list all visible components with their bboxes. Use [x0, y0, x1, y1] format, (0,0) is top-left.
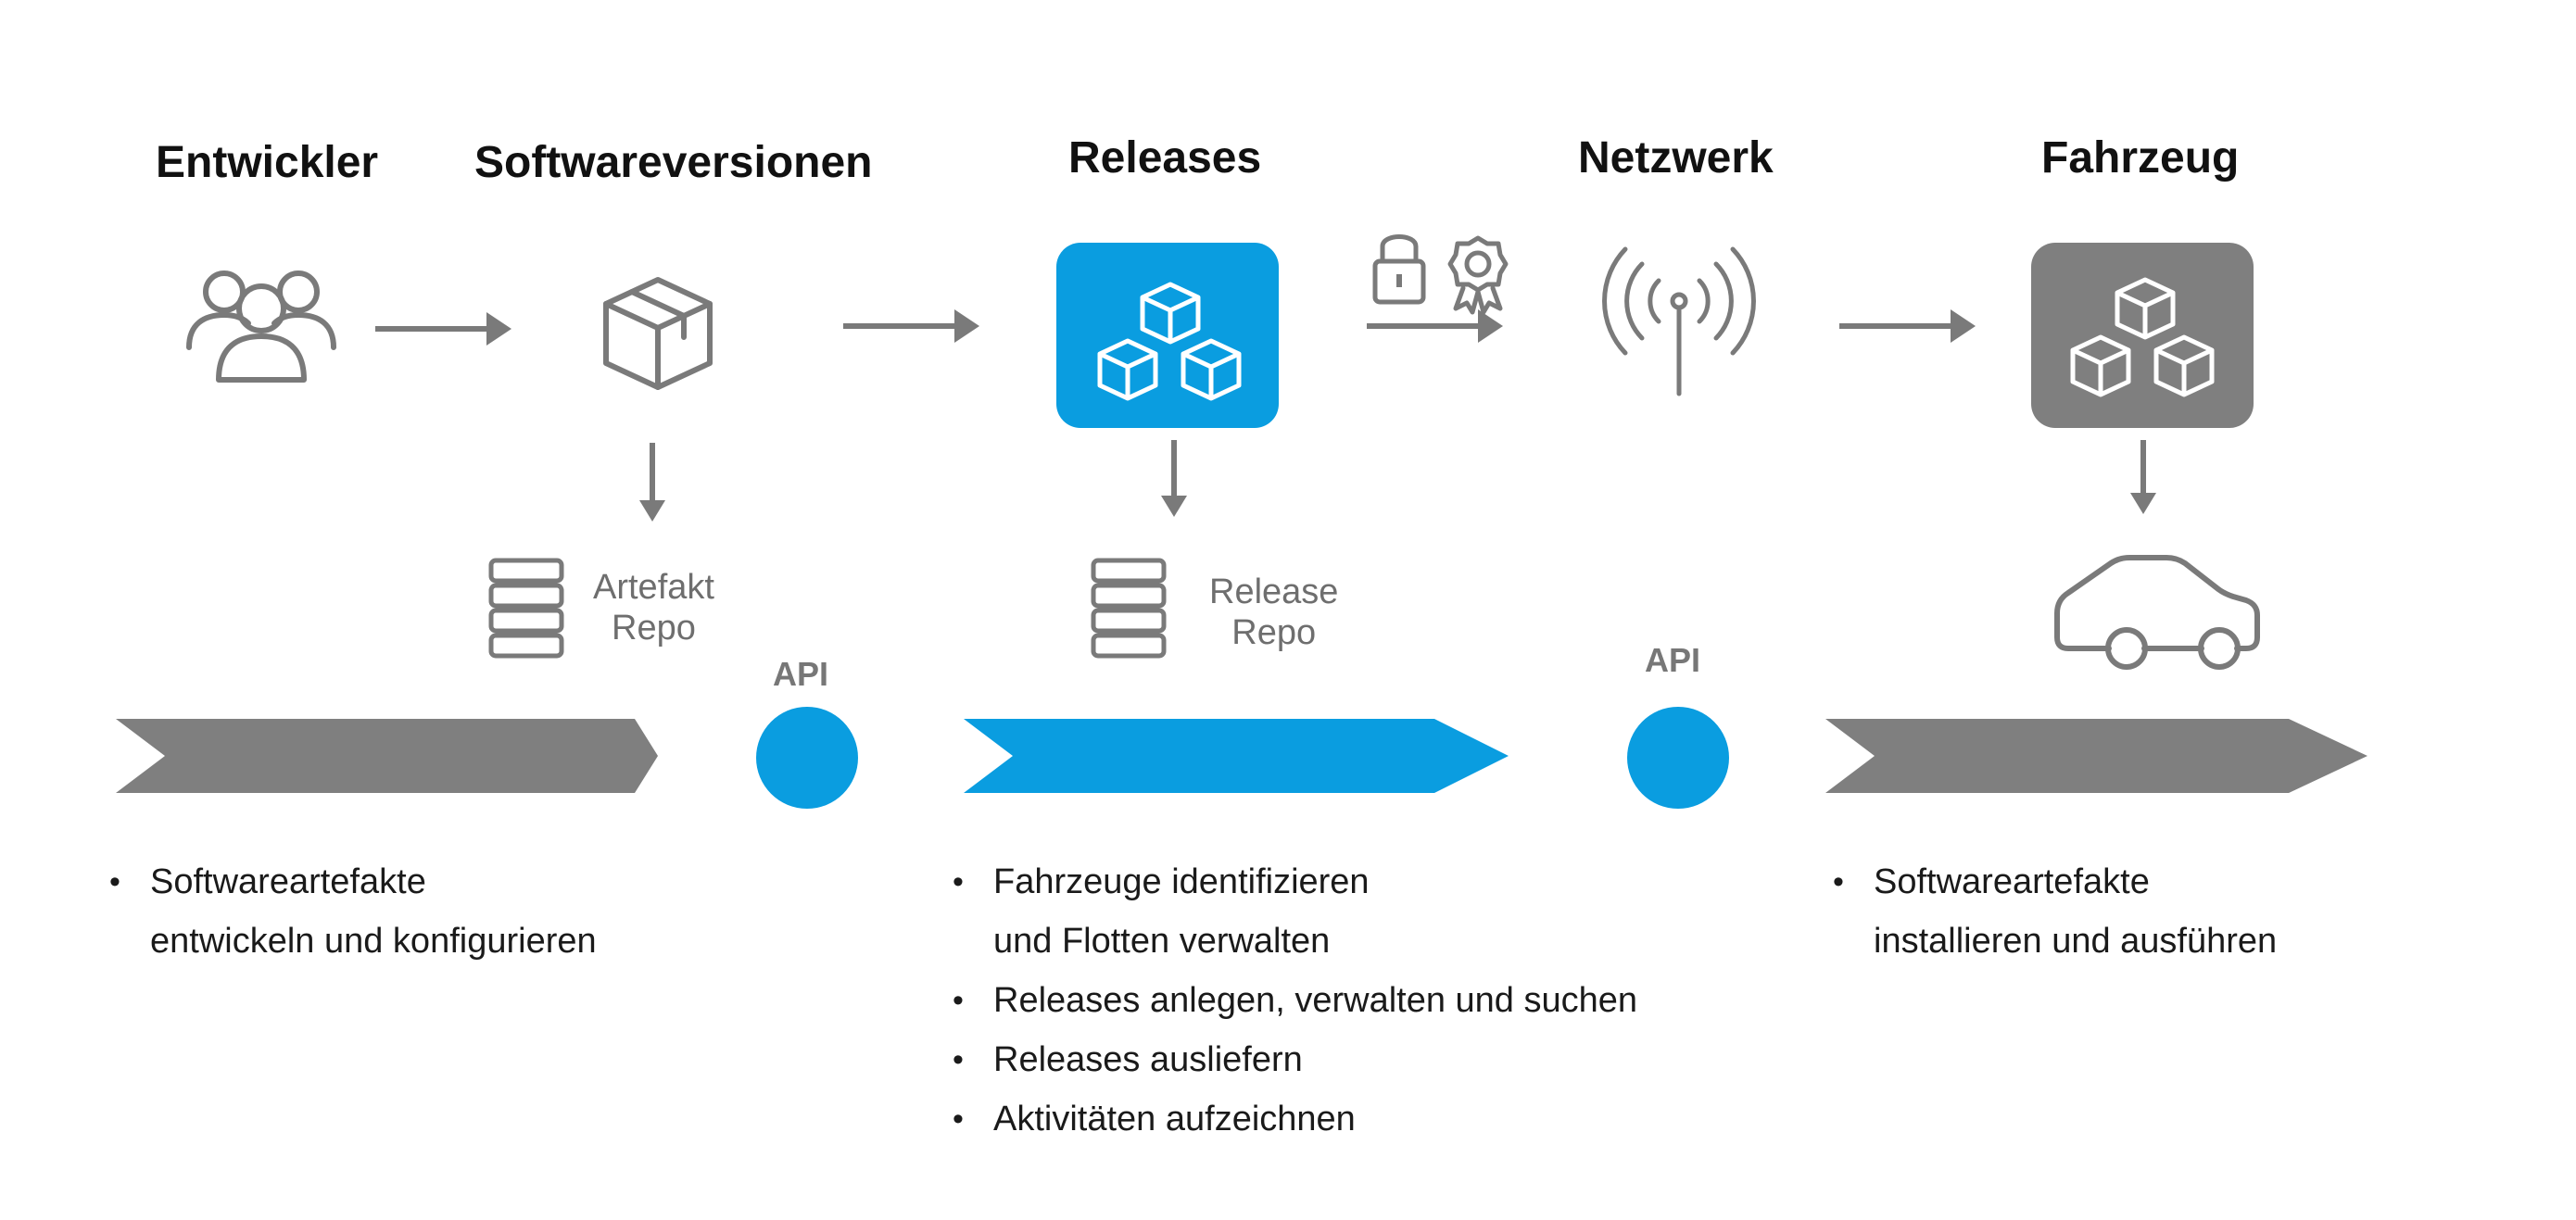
- list-item: Releases anlegen, verwalten und suchen: [953, 971, 1637, 1030]
- flow-arrow: [1367, 309, 1503, 343]
- database-icon: [1093, 560, 1164, 656]
- heading-software-versions: Softwareversionen: [474, 138, 873, 187]
- heading-network: Netzwerk: [1578, 133, 1774, 182]
- lock-icon: [1372, 234, 1426, 305]
- api-label-left: API: [773, 655, 829, 693]
- list-item: Softwareartefakte installieren und ausfü…: [1833, 852, 2277, 971]
- flow-arrow: [375, 312, 511, 346]
- api-node-right: [1627, 707, 1729, 809]
- release-repo-line2: Repo: [1231, 613, 1317, 652]
- artifact-repo-line1: Artefakt: [593, 568, 714, 607]
- artifact-repo-label: Artefakt Repo: [593, 567, 714, 648]
- flow-arrow-down: [2130, 440, 2156, 514]
- developer-phase-band: [116, 719, 658, 793]
- developer-bullet-list: Softwareartefakte entwickeln und konfigu…: [109, 852, 597, 971]
- box-icon: [603, 277, 713, 390]
- heading-developer: Entwickler: [156, 138, 379, 187]
- release-repo-line1: Release: [1209, 572, 1339, 611]
- antenna-icon: [1602, 246, 1756, 396]
- flow-arrow-down: [1161, 440, 1187, 517]
- people-group-icon: [186, 270, 336, 383]
- vehicle-boxes-stack-icon: [2031, 243, 2254, 428]
- release-phase-band: [964, 719, 1509, 793]
- releases-boxes-stack-icon: [1056, 243, 1279, 428]
- release-bullet-list: Fahrzeuge identifizieren und Flotten ver…: [953, 852, 1637, 1149]
- list-item: Releases ausliefern: [953, 1030, 1637, 1089]
- vehicle-bullet-list: Softwareartefakte installieren und ausfü…: [1833, 852, 2277, 971]
- database-icon: [491, 560, 562, 656]
- car-icon: [2054, 555, 2260, 670]
- artifact-repo-line2: Repo: [612, 609, 696, 648]
- release-repo-label: Release Repo: [1209, 572, 1338, 653]
- list-item: Aktivitäten aufzeichnen: [953, 1089, 1637, 1149]
- heading-releases: Releases: [1068, 133, 1262, 182]
- list-item: Fahrzeuge identifizieren und Flotten ver…: [953, 852, 1637, 971]
- heading-vehicle: Fahrzeug: [2041, 133, 2240, 182]
- certificate-icon: [1447, 235, 1509, 315]
- flow-arrow-down: [639, 443, 665, 522]
- list-item: Softwareartefakte entwickeln und konfigu…: [109, 852, 597, 971]
- vehicle-phase-band: [1825, 719, 2368, 793]
- flow-arrow: [843, 309, 979, 343]
- api-label-right: API: [1645, 641, 1701, 679]
- api-node-left: [756, 707, 858, 809]
- flow-arrow: [1839, 309, 1976, 343]
